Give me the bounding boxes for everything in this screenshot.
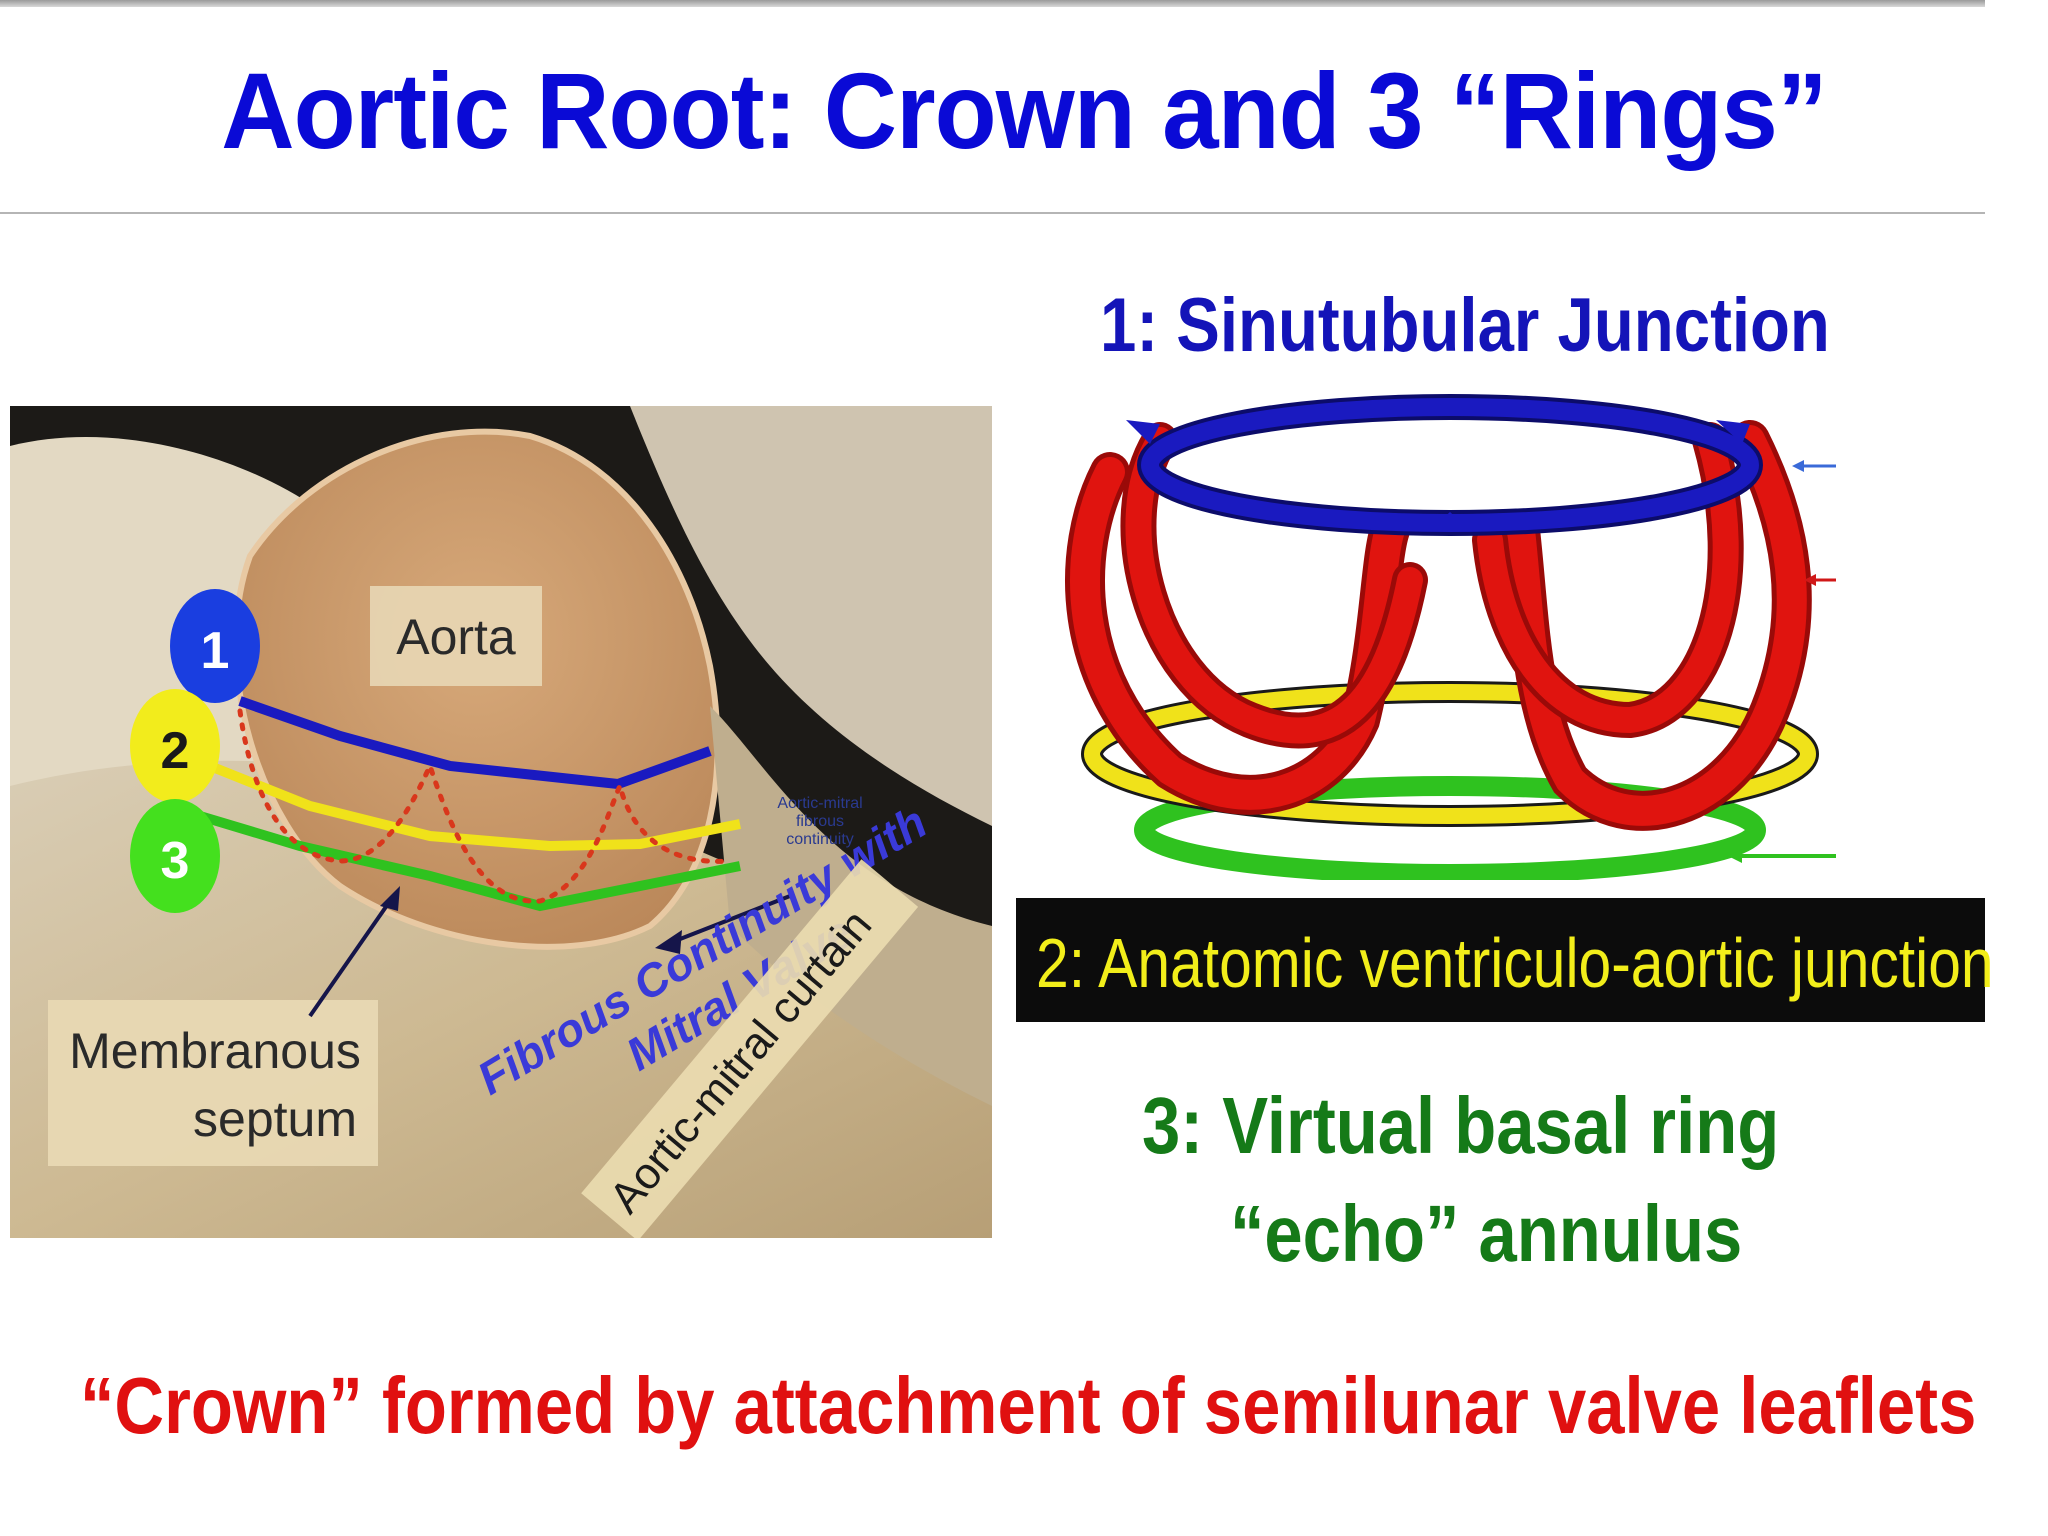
small-note-line2: fibrous	[796, 813, 844, 830]
membranous-arrowhead	[380, 886, 400, 911]
side-arrows	[1728, 460, 1836, 863]
anatomy-photo: Aorta Membranous septum 1 2 3 Aortic-mit…	[10, 406, 992, 1238]
membranous-label-line1: Membranous	[69, 1023, 361, 1079]
arrow-red-head	[1804, 574, 1816, 586]
ring-2-label: 2: Anatomic ventriculo-aortic junction	[1036, 924, 1994, 1002]
ring-2-label-box	[1016, 898, 1985, 1022]
membranous-label-box	[48, 1000, 378, 1166]
ring-3-label-line2: “echo” annulus	[1230, 1189, 1743, 1278]
membranous-arrow	[308, 899, 392, 1018]
membranous-label-line2: septum	[193, 1091, 357, 1147]
marker-2-label: 2	[161, 722, 190, 780]
ring-1-node-right	[1716, 420, 1750, 444]
aorta-label: Aorta	[396, 609, 516, 665]
title-divider	[0, 212, 1985, 214]
fibrous-arrow	[674, 894, 791, 943]
ring-1-node-center	[1430, 512, 1470, 530]
marker-3	[130, 799, 220, 913]
ring-1-line	[238, 696, 712, 790]
ring-3-line	[198, 811, 741, 912]
tissue-upper-right	[630, 406, 992, 826]
crown-red	[1065, 420, 1812, 831]
ring-1-blue	[1141, 398, 1759, 532]
ring-3-green	[1134, 776, 1766, 880]
crown-dotted-line	[237, 708, 733, 904]
slide-title: Aortic Root: Crown and 3 “Rings”	[221, 50, 1827, 171]
fibrous-arrowhead	[655, 930, 682, 954]
top-border	[0, 0, 1985, 7]
rings-diagram	[1065, 394, 1836, 880]
small-note-line1: Aortic-mitral	[777, 795, 862, 812]
ring-3-label-line1: 3: Virtual basal ring	[1142, 1081, 1780, 1170]
marker-1-label: 1	[201, 622, 230, 680]
marker-3-label: 3	[161, 832, 190, 890]
footer-caption: “Crown” formed by attachment of semiluna…	[80, 1361, 1977, 1450]
marker-1	[170, 589, 260, 703]
arrow-green-head	[1728, 849, 1742, 863]
ring-1-label: 1: Sinutubular Junction	[1100, 283, 1830, 368]
curtain-label-box	[581, 859, 919, 1238]
ring-2-yellow	[1084, 684, 1816, 824]
small-note-line3: continuity	[786, 831, 854, 848]
arrow-blue-head	[1792, 460, 1804, 472]
aorta-label-box	[370, 586, 542, 686]
marker-2	[130, 689, 220, 803]
ring-1-node-left	[1126, 420, 1160, 444]
